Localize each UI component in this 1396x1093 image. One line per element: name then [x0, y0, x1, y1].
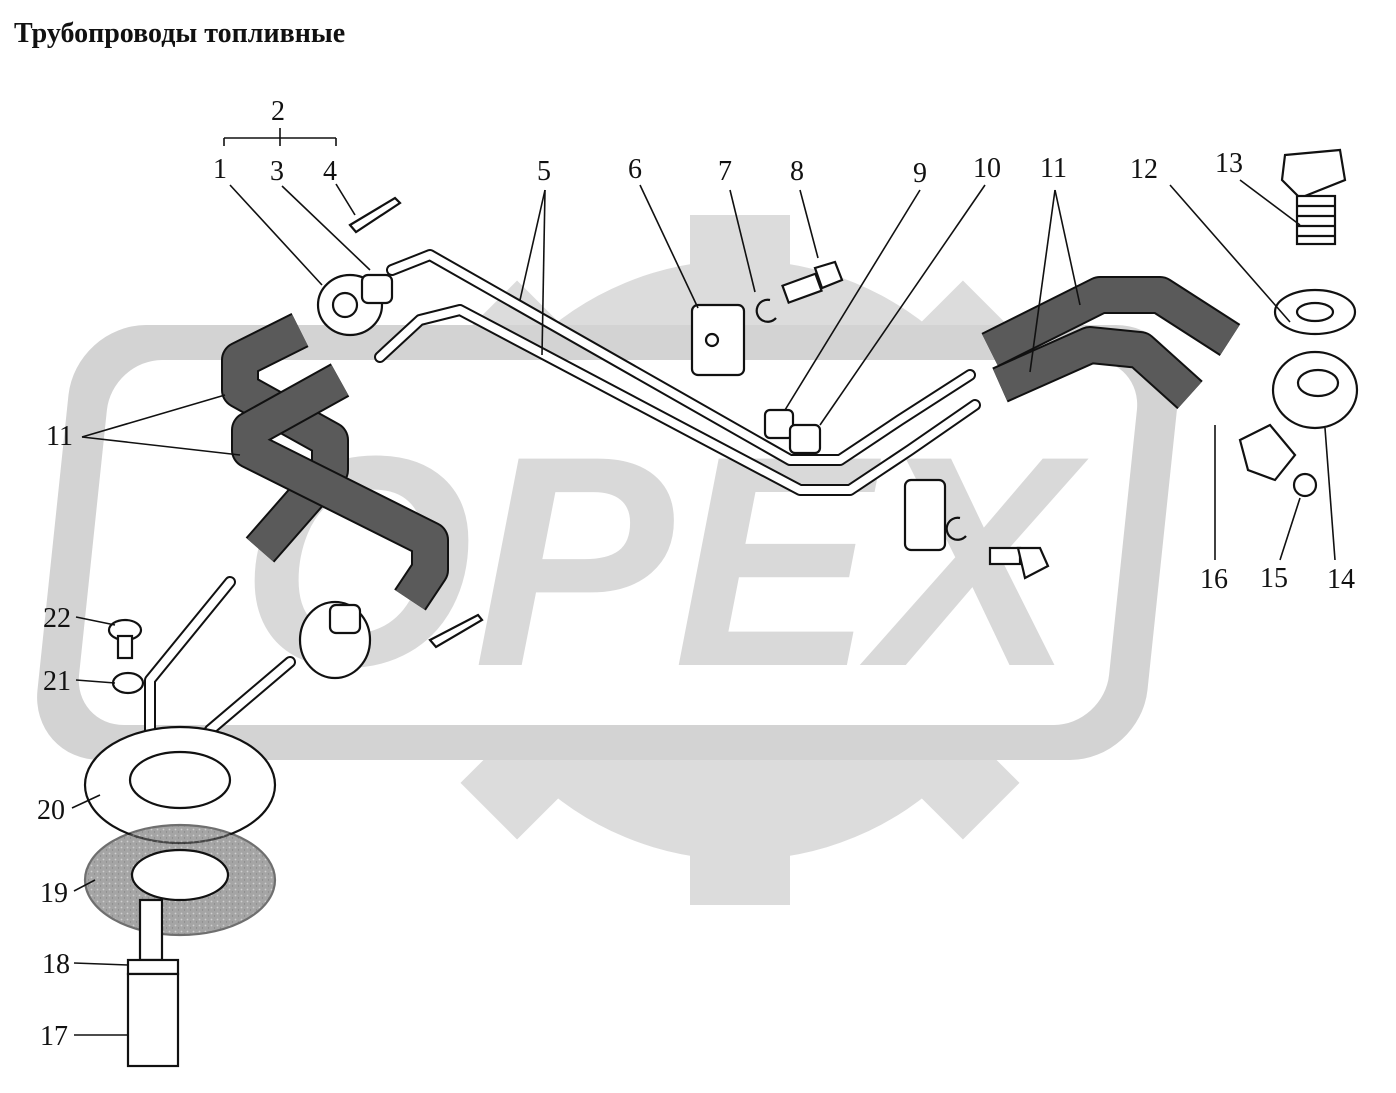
callout-11-left: 11 [46, 421, 73, 452]
pipe-lug-9 [763, 408, 795, 440]
callout-18: 18 [42, 949, 70, 980]
leader-lines [71, 128, 1336, 1036]
hoses [221, 276, 1241, 611]
hex-bolt [1280, 148, 1347, 200]
small-washer [1292, 472, 1318, 498]
spring-washer-top [755, 298, 777, 323]
callout-20: 20 [37, 795, 65, 826]
clip-bottom [328, 603, 362, 635]
intake-filter [126, 972, 180, 1068]
union-nut [1238, 423, 1297, 482]
pipe-lug-10 [788, 423, 822, 455]
callout-5: 5 [537, 156, 551, 187]
callout-10: 10 [973, 153, 1001, 184]
callout-17: 17 [40, 1021, 68, 1052]
bracket-bottom [903, 478, 947, 552]
cotter-pin-top [348, 196, 402, 234]
callout-12: 12 [1130, 154, 1158, 185]
callout-11-top: 11 [1040, 153, 1067, 184]
bolt-bottom [988, 546, 1022, 566]
watermark-text: OPEX [240, 393, 1089, 729]
clip-top [360, 273, 394, 305]
callout-3: 3 [270, 156, 284, 187]
callout-22: 22 [43, 603, 71, 634]
callout-14: 14 [1327, 564, 1355, 595]
callout-21: 21 [43, 666, 71, 697]
intake-pipe [138, 898, 164, 962]
callout-4: 4 [323, 156, 337, 187]
callout-labels: 1 2 3 4 5 6 7 8 9 10 11 11 12 13 14 15 1… [37, 96, 1355, 1052]
bolt-top [781, 272, 823, 305]
intake-clamp [126, 958, 180, 976]
page-title: Трубопроводы топливные [14, 18, 346, 49]
callout-1: 1 [213, 154, 227, 185]
screw-shank [116, 634, 134, 660]
hardware-parts [83, 148, 1359, 1068]
callout-9: 9 [913, 158, 927, 189]
callout-19: 19 [40, 878, 68, 909]
callout-15: 15 [1260, 563, 1288, 594]
callout-6: 6 [628, 154, 642, 185]
spring-washer-bottom [945, 516, 967, 541]
callout-13: 13 [1215, 148, 1243, 179]
callout-7: 7 [718, 156, 732, 187]
callout-2: 2 [271, 96, 285, 127]
screw-washer [111, 671, 145, 695]
cotter-pin-bottom [428, 613, 484, 649]
callout-8: 8 [790, 156, 804, 187]
callout-16: 16 [1200, 564, 1228, 595]
